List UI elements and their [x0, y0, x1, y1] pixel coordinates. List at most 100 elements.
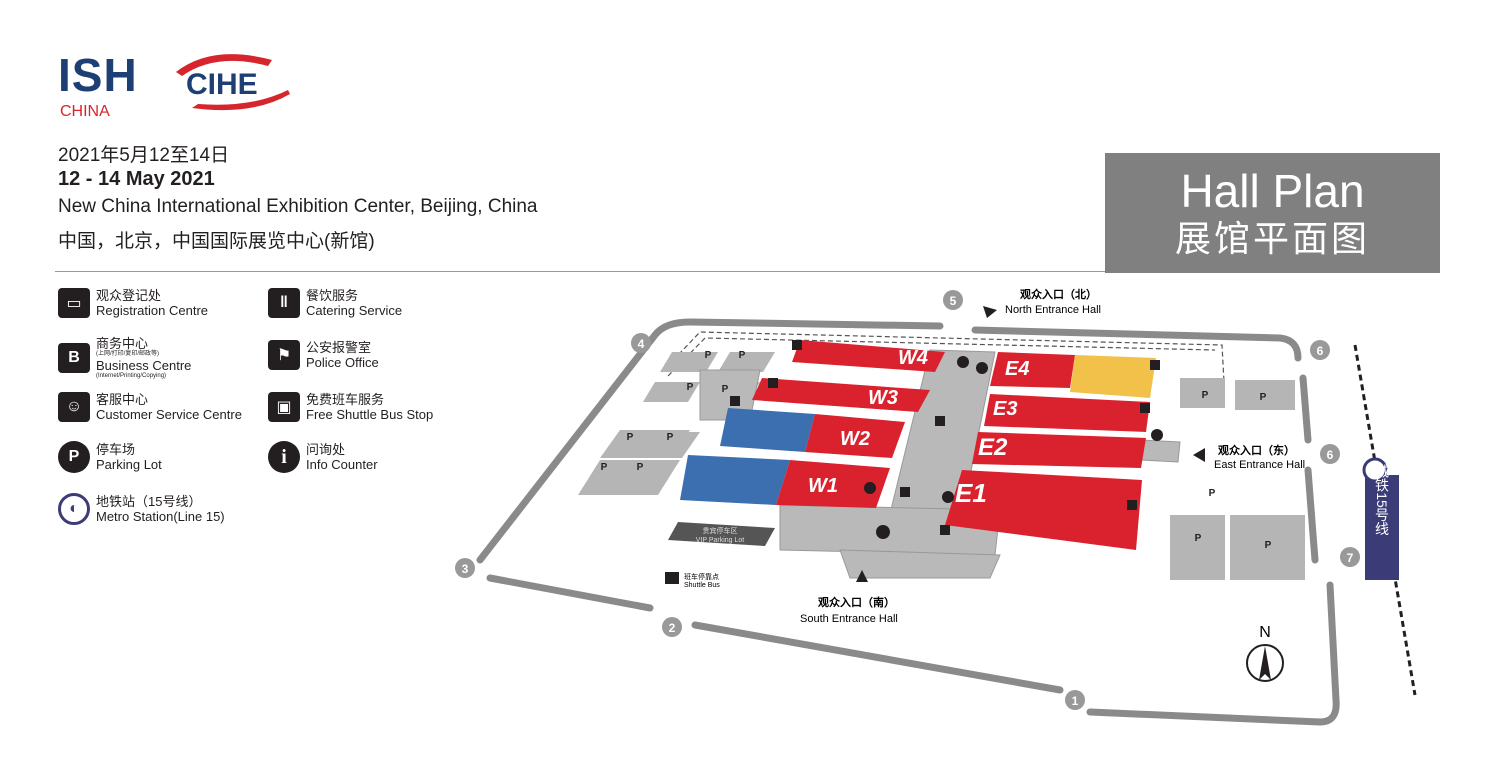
road: [1299, 374, 1312, 444]
legend-label-en: Free Shuttle Bus Stop: [306, 407, 434, 422]
metro-line-label: 城铁15号线: [1374, 464, 1390, 536]
legend-label-en: Business Centre: [96, 358, 192, 373]
shuttle-route: [661, 331, 1225, 383]
info-icon: i: [268, 441, 300, 473]
hall-e3: [984, 394, 1150, 432]
parking-marker: P: [739, 350, 746, 361]
hall-label-e1: E1: [955, 478, 987, 508]
hall-w2: [805, 414, 905, 458]
road: [476, 318, 944, 564]
catering-icon: ‖: [268, 288, 300, 318]
shuttle-label-zh: 班车停靠点: [684, 572, 719, 581]
hall-label-e4: E4: [1005, 358, 1029, 380]
east-entrance-en: East Entrance Hall: [1214, 459, 1305, 471]
parking-marker: P: [1202, 390, 1209, 401]
police-icon: ⚑: [268, 340, 300, 370]
legend-label-en: Police Office: [306, 355, 379, 370]
legend-label-en: Metro Station(Line 15): [96, 509, 225, 524]
info-icons: [864, 356, 1163, 539]
compass-icon: [1246, 644, 1284, 682]
hall-label-e3: E3: [993, 398, 1017, 420]
date-zh: 2021年5月12至14日: [58, 145, 230, 166]
shuttle-route: [667, 337, 1216, 377]
legend-label-zh: 公安报警室: [306, 340, 372, 355]
hall-label-w1: W1: [808, 475, 838, 497]
info-icon: [942, 491, 954, 503]
hall-label-e2: E2: [978, 434, 1008, 461]
parking-marker: P: [637, 462, 644, 473]
legend-label-en: Info Counter: [306, 457, 378, 472]
hall-w3: [752, 378, 930, 412]
parking-lots: [578, 352, 1305, 580]
vip-label-en: VIP Parking Lot: [696, 537, 745, 544]
east-entrance-arrow-icon: [1193, 448, 1205, 462]
info-icon: [864, 482, 876, 494]
hall-label-w4: W4: [898, 347, 928, 369]
legend-label-zh: 地铁站（15号线）: [96, 494, 202, 509]
info-icon: [1151, 429, 1163, 441]
gate-marker: 2: [669, 621, 676, 635]
parking-marker: P: [705, 350, 712, 361]
banner-title-en: Hall Plan: [1180, 165, 1365, 217]
parking-marker: P: [627, 432, 634, 443]
gate-marker: 4: [638, 337, 645, 351]
hall-labels: W4 W3 W2 W1 E4 E3 E2 E1: [808, 347, 1029, 508]
parking-marker: P: [1195, 533, 1202, 544]
shuttle-bus-icon: ▣: [268, 392, 300, 422]
hall-w4: [792, 340, 945, 372]
catering-icons: [730, 340, 1160, 535]
roads: [476, 318, 1340, 726]
parking-marker: P: [601, 462, 608, 473]
legend-label-zh: 客服中心: [96, 392, 149, 407]
parking-marker: P: [1265, 540, 1272, 551]
parking-marker: P: [687, 382, 694, 393]
gate-markers: 1 2 3 4 5 6 6 7: [455, 290, 1360, 710]
legend-label-zh: 停车场: [96, 442, 136, 457]
legend-label-zh: 免费班车服务: [306, 392, 385, 407]
ish-logo: ISH: [58, 49, 138, 101]
shuttle-label-en: Shuttle Bus: [684, 582, 720, 589]
north-entrance-en: North Entrance Hall: [1005, 304, 1101, 316]
date-en: 12 - 14 May 2021: [58, 168, 215, 190]
road: [971, 326, 1302, 362]
gate-marker: 5: [950, 294, 957, 308]
road: [1304, 466, 1319, 564]
legend-sub-zh: (上网/打印/复印/邮政等): [96, 351, 159, 357]
gate-marker: 1: [1072, 694, 1079, 708]
business-centre-icon: B: [58, 343, 90, 373]
cihe-logo: CIHE: [172, 50, 294, 114]
metro-icon: [1362, 457, 1388, 483]
north-entrance-zh: 观众入口（北）: [1020, 287, 1097, 301]
cihe-logo-text: CIHE: [186, 68, 258, 101]
metro-icon: ◐: [58, 493, 90, 525]
hall-e4: [990, 352, 1075, 388]
hall-e2: [972, 432, 1146, 468]
hall-e1: [945, 470, 1142, 550]
south-entrance-arrow-icon: [856, 570, 868, 582]
east-entrance-zh: 观众入口（东）: [1218, 443, 1295, 457]
road: [486, 574, 654, 612]
parking-marker: P: [667, 432, 674, 443]
legend-label-en: Customer Service Centre: [96, 407, 242, 422]
parking-marker: P: [1260, 392, 1267, 403]
vip-parking-lot: [668, 522, 775, 546]
hall-label-w2: W2: [840, 428, 870, 450]
metro-line-track: [1353, 344, 1417, 696]
hall-w1-blue: [680, 455, 790, 505]
legend-label-en: Catering Service: [306, 303, 403, 318]
metro-station: [1365, 475, 1399, 580]
hall-e4-yellow: [1070, 355, 1156, 398]
info-icon: [876, 525, 890, 539]
shuttle-bus-icon: [665, 572, 679, 584]
halls: [680, 340, 1156, 550]
road: [691, 621, 1064, 694]
hall-label-w3: W3: [868, 387, 898, 409]
parking-marker: P: [1209, 488, 1216, 499]
divider: [55, 271, 1105, 272]
venue-en: New China International Exhibition Cente…: [58, 196, 538, 217]
